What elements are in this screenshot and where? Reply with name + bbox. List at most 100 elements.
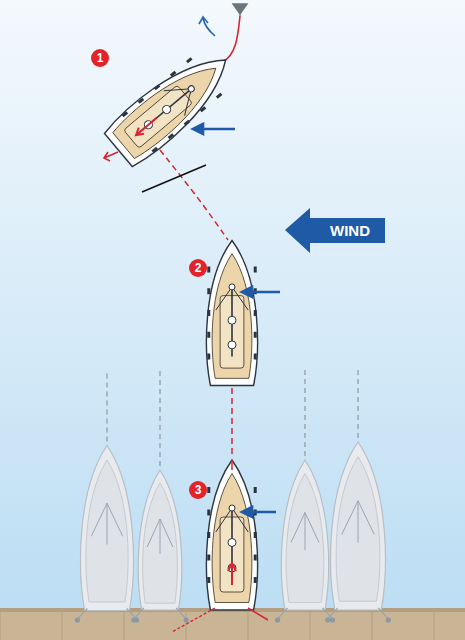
stanchion [254, 354, 257, 360]
pontoon [0, 608, 465, 640]
stanchion [168, 133, 175, 139]
stanchion [254, 267, 257, 273]
wind-push-arrow [193, 124, 235, 134]
cleat [330, 617, 335, 622]
stanchion [207, 510, 210, 516]
stanchion [254, 577, 257, 583]
callout-number: 1 [91, 49, 109, 67]
moored-boat [331, 370, 386, 610]
yacht [102, 40, 242, 169]
cleat [131, 617, 136, 622]
mast-line [159, 370, 161, 466]
cleat [275, 617, 280, 622]
pontoon-joint [372, 612, 373, 640]
hull [207, 460, 258, 610]
wind-label: WIND [330, 222, 370, 240]
hull [331, 442, 386, 610]
mast [187, 85, 195, 93]
moored-boat [281, 370, 328, 610]
rigging [291, 513, 319, 551]
cockpit [124, 85, 193, 148]
stanchion [254, 487, 257, 493]
cleat [386, 617, 391, 622]
mooring-line [278, 608, 288, 619]
pontoon-joint [186, 612, 187, 640]
pontoon-joint [310, 612, 311, 640]
stanchion [254, 332, 257, 338]
stanchion [216, 93, 223, 99]
mast [229, 284, 235, 290]
turn-arrow [199, 17, 215, 36]
crew [228, 341, 236, 349]
crew [161, 104, 172, 115]
motion-arrow [228, 563, 236, 585]
stanchion [170, 71, 177, 77]
stanchion [122, 111, 129, 117]
hull [102, 40, 242, 169]
hull [138, 470, 181, 610]
stanchion [207, 555, 210, 561]
wind-arrow [285, 208, 385, 253]
cleat [184, 617, 189, 622]
track [160, 150, 228, 240]
stanchion [254, 532, 257, 538]
cleat [325, 617, 330, 622]
stanchion [207, 310, 210, 316]
hull [281, 460, 328, 610]
pontoon-joint [434, 612, 435, 640]
deck [212, 474, 252, 603]
wind-push-arrow [242, 287, 280, 297]
stanchion [207, 332, 210, 338]
yacht [207, 460, 258, 610]
mooring-line [328, 608, 338, 619]
rigging [91, 503, 122, 544]
turn-mark [142, 165, 206, 192]
mast-line [304, 370, 306, 456]
crew [228, 316, 236, 324]
stern-line [172, 608, 215, 632]
motion-arrow [133, 115, 159, 138]
stanchion [151, 147, 158, 153]
mast [229, 505, 235, 511]
callout-number: 2 [189, 259, 207, 277]
stanchion [207, 288, 210, 294]
mooring-line [77, 609, 87, 620]
stanchion [207, 267, 210, 273]
mast-line [357, 370, 359, 438]
mooring-line [378, 608, 388, 619]
mooring-line [323, 608, 333, 619]
stanchion [184, 120, 191, 126]
deck [336, 457, 380, 601]
deck [86, 460, 128, 602]
stanchion [254, 555, 257, 561]
hull [207, 241, 258, 386]
stanchion [207, 354, 210, 360]
stanchion [200, 106, 207, 112]
pontoon-joint [62, 612, 63, 640]
turn-arrow [104, 152, 118, 161]
pontoon-joint [0, 612, 1, 640]
rigging [342, 501, 374, 543]
cleat [75, 617, 80, 622]
stanchion [207, 532, 210, 538]
bow-line [231, 460, 233, 470]
wind-push-arrow [242, 507, 276, 517]
pontoon-joint [248, 612, 249, 640]
stanchion [254, 310, 257, 316]
stanchion [138, 98, 145, 104]
deck [212, 254, 252, 379]
track [231, 388, 233, 458]
mooring-line [134, 608, 144, 619]
crew [228, 539, 236, 547]
stanchion [207, 577, 210, 583]
mast-line [106, 370, 108, 442]
mooring-line [176, 608, 186, 619]
deck [143, 483, 178, 603]
deck [111, 53, 229, 161]
moored-boat [81, 370, 134, 611]
yacht [207, 241, 258, 386]
stanchion [154, 84, 161, 90]
deck [286, 474, 324, 603]
rigging [147, 519, 173, 554]
